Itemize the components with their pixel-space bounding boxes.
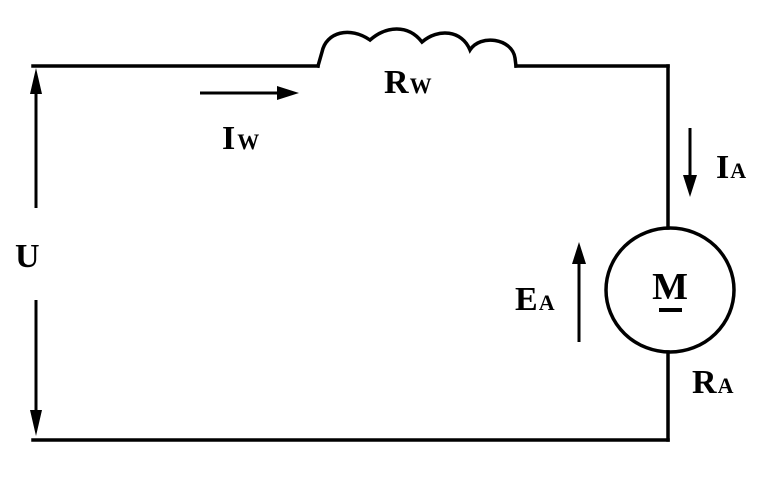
winding-resistance-label: RW bbox=[384, 64, 432, 101]
armature-resistance-label: RA bbox=[692, 364, 734, 401]
winding-current-label: IW bbox=[222, 120, 259, 157]
motor-circle bbox=[604, 226, 736, 354]
arrow-up-icon bbox=[572, 242, 586, 264]
winding-current-arrow bbox=[200, 86, 299, 100]
voltage-arrow bbox=[30, 68, 42, 436]
winding-coil bbox=[315, 27, 518, 69]
back-emf-arrow bbox=[572, 242, 586, 342]
voltage-label: U bbox=[15, 238, 40, 275]
arrow-up-icon bbox=[30, 68, 42, 94]
arrow-down-icon bbox=[30, 410, 42, 436]
arrow-right-icon bbox=[277, 86, 299, 100]
back-emf-label: EA bbox=[515, 281, 555, 318]
armature-current-arrow bbox=[683, 128, 697, 197]
arrow-down-icon bbox=[683, 175, 697, 197]
armature-current-label: IA bbox=[716, 149, 746, 186]
motor-symbol-label: M bbox=[652, 266, 688, 308]
